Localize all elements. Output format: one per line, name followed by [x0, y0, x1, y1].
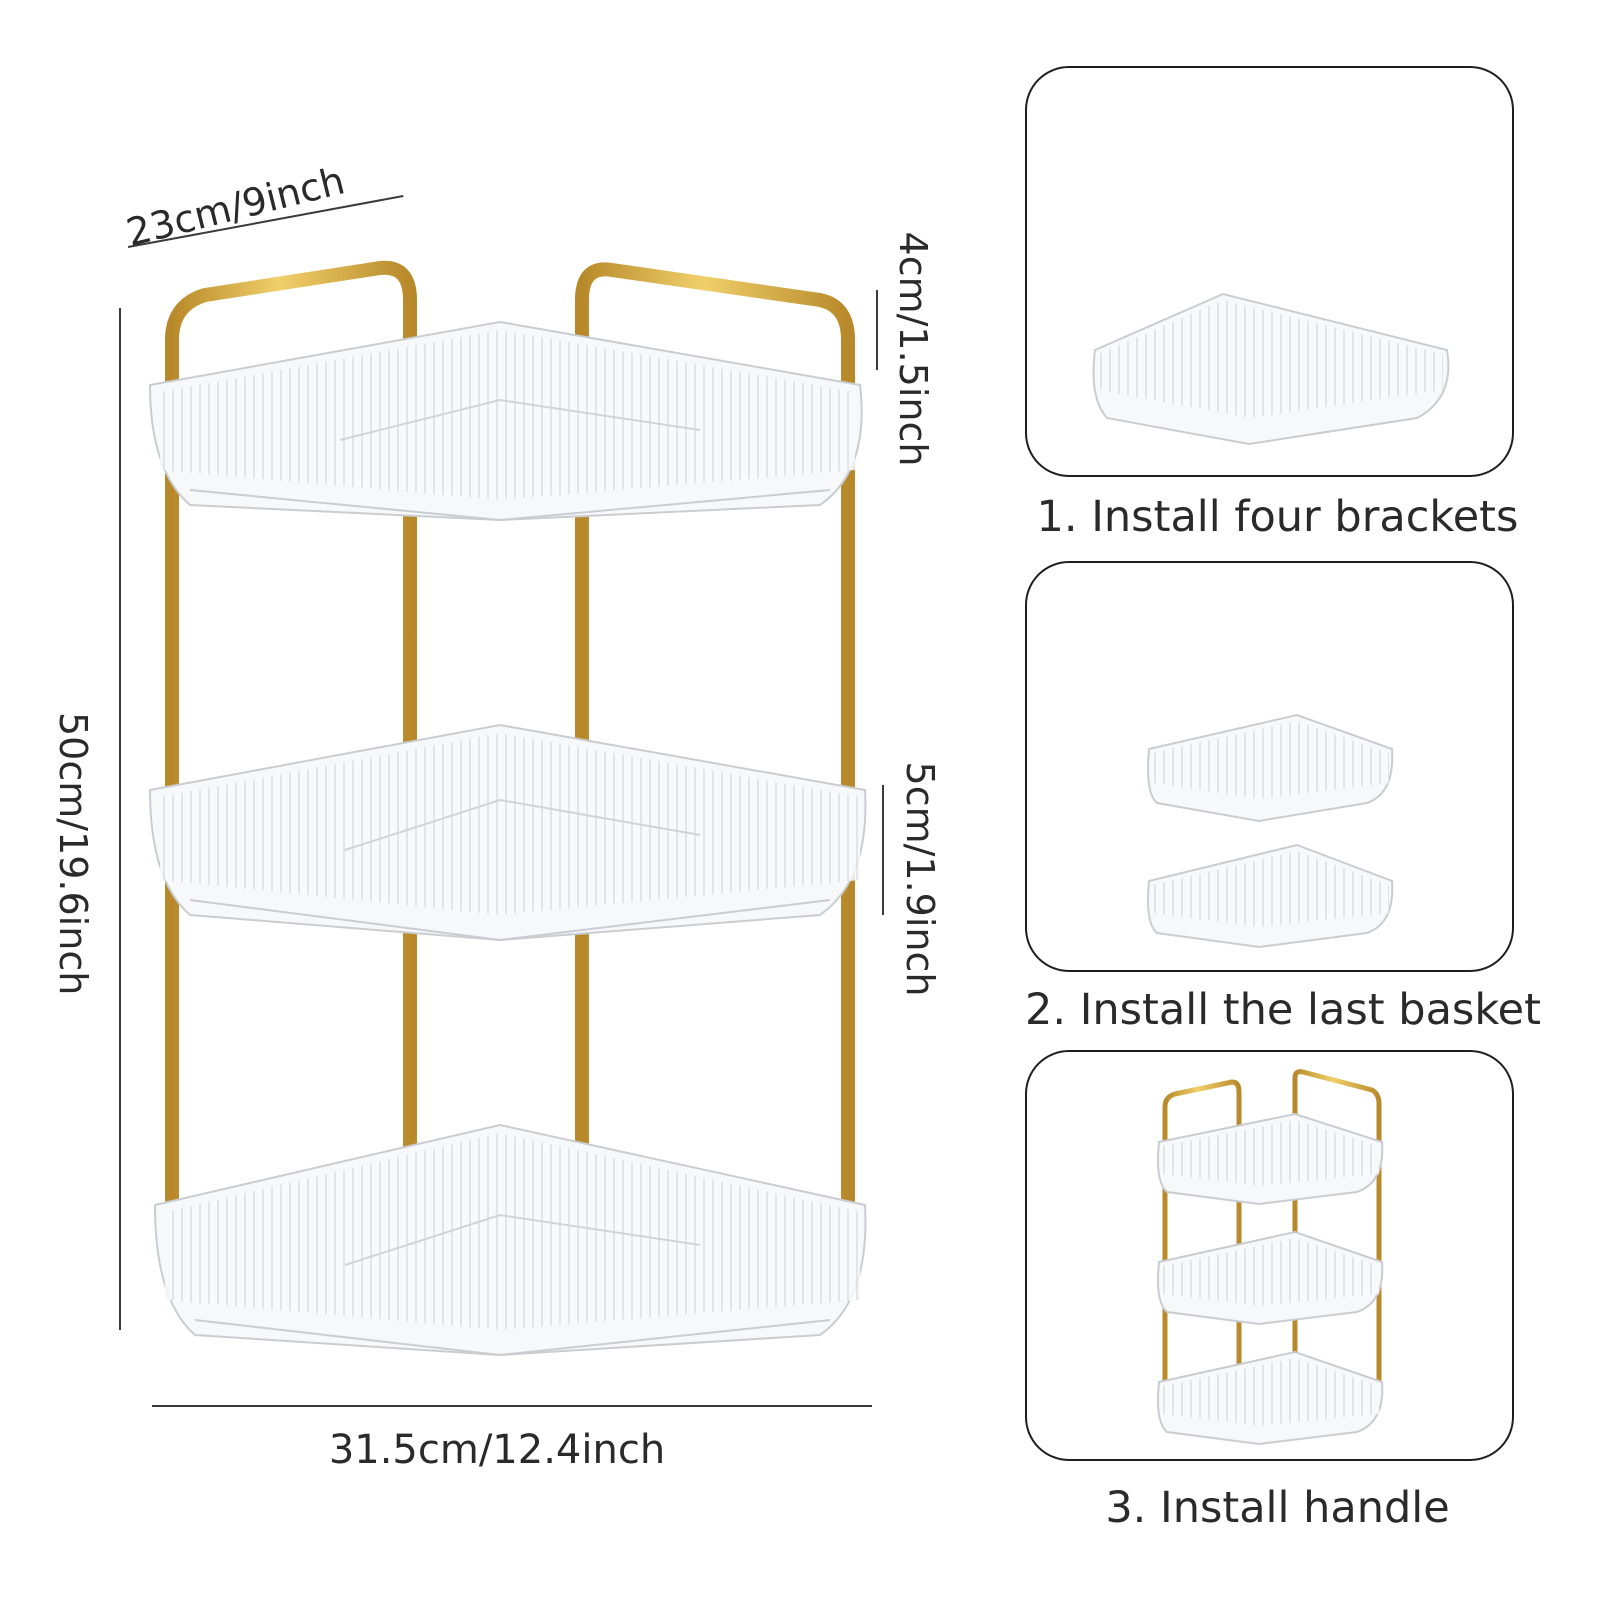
step-2-caption: 2. Install the last basket	[1025, 985, 1541, 1035]
basket-top	[148, 320, 863, 522]
height-label: 50cm/19.6inch	[51, 712, 95, 996]
product-main-illustration	[148, 260, 867, 1357]
handle-right	[575, 262, 855, 1217]
width-label: 31.5cm/12.4inch	[328, 1427, 666, 1473]
step-2-panel	[1025, 561, 1514, 972]
basket-bottom	[153, 1123, 867, 1357]
handle-left	[165, 260, 417, 1217]
step-1-panel	[1025, 66, 1514, 477]
step-3-panel	[1025, 1050, 1514, 1461]
handle-height-dimension-line	[876, 290, 878, 370]
width-dimension-line	[152, 1405, 872, 1407]
bracket-posts-front	[404, 514, 588, 1176]
step-3-caption: 3. Install handle	[1105, 1483, 1450, 1533]
corner-shelf-3-tier-image	[148, 260, 867, 1357]
handle-height-label: 4cm/1.5inch	[891, 231, 935, 467]
step-3-illustration	[1157, 1069, 1384, 1446]
basket-height-label: 5cm/1.9inch	[898, 761, 942, 997]
step-1-illustration	[1092, 89, 1450, 446]
step-1-caption: 1. Install four brackets	[1036, 492, 1519, 542]
height-dimension-line	[119, 308, 121, 1330]
basket-middle	[148, 723, 867, 942]
basket-height-dimension-line	[882, 785, 884, 915]
step-2-illustration	[1147, 578, 1394, 949]
